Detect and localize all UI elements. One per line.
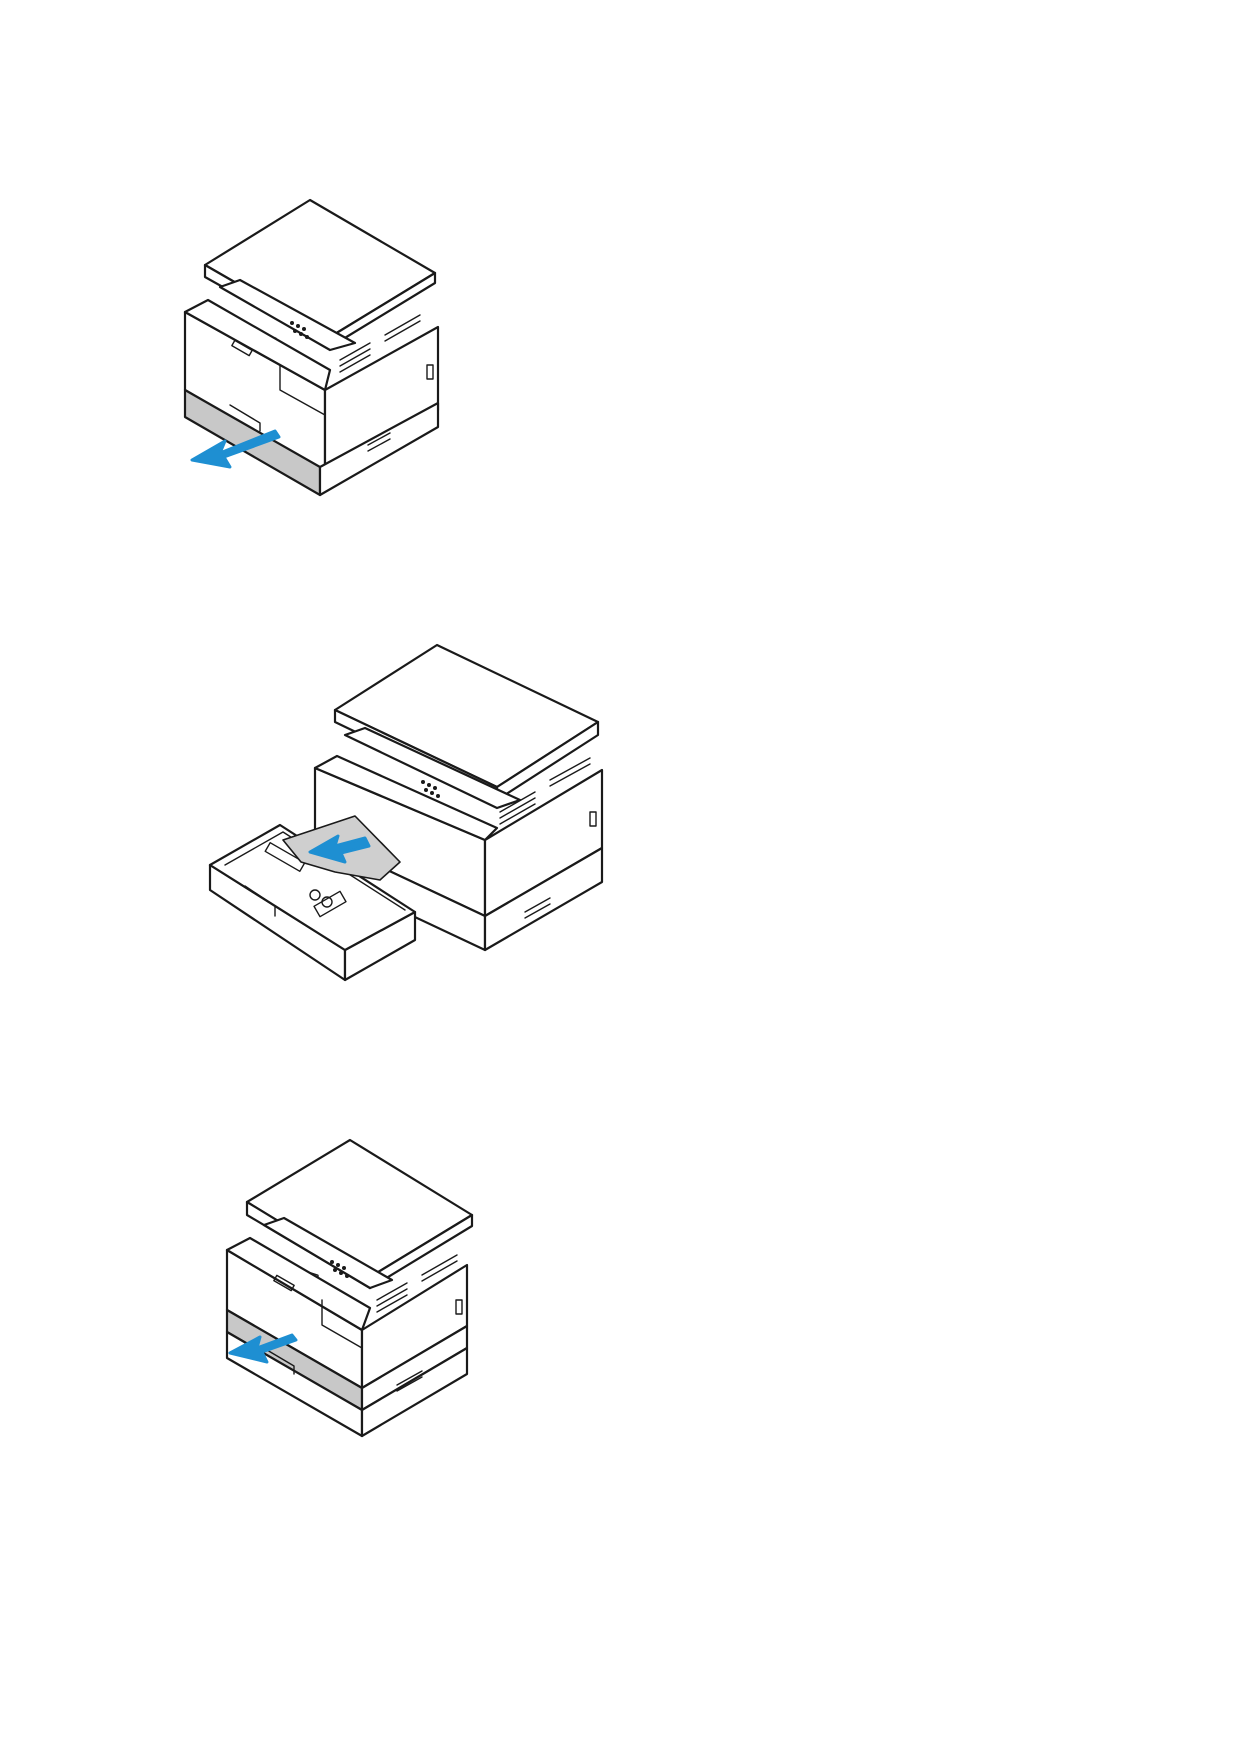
side-vent-icon [376,1254,458,1313]
control-panel [262,1216,394,1290]
step-1-figure [180,195,500,505]
printer-tray-pull-out-illustration [183,198,440,497]
keypad-icon [290,321,309,339]
keypad-icon [330,1260,349,1278]
printer-remove-jammed-paper-illustration [208,643,604,982]
side-latch [589,811,597,827]
pull-out-arrow-icon [190,429,281,469]
keypad-icon [421,780,440,798]
step-2-figure [205,640,605,1030]
step-3-figure [222,1138,532,1450]
side-latch [426,364,434,380]
printer-tray-pull-out-illustration [225,1138,474,1438]
scanner-lid [203,198,437,339]
pull-out-arrow-icon [228,1333,298,1364]
scanner-lid [333,643,600,789]
remove-paper-arrow-icon [308,834,371,864]
side-vent-icon [499,757,591,825]
control-panel [218,278,357,352]
side-latch [455,1299,463,1315]
side-vent-icon [339,314,421,373]
